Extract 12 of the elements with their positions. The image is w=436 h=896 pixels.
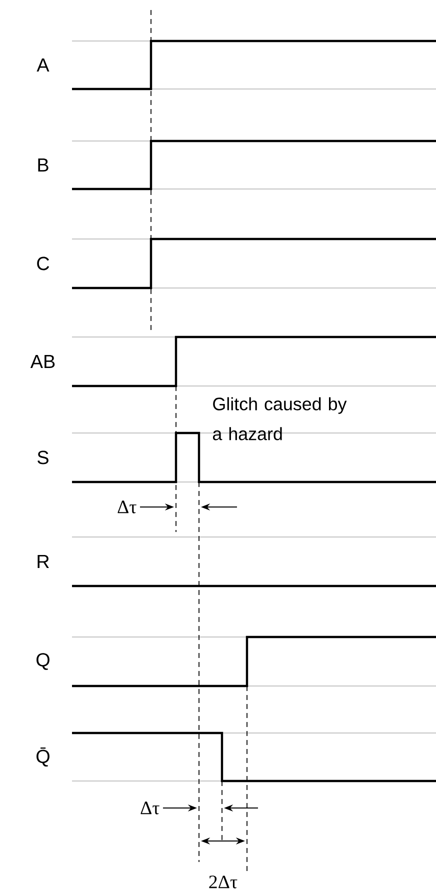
dimension-label: Δτ: [118, 500, 136, 514]
signal-label: C: [37, 256, 50, 270]
signal-label: B: [38, 158, 48, 172]
signal-label: S: [38, 450, 48, 464]
signal-label: Q: [36, 653, 50, 670]
signal-label: R: [38, 555, 49, 568]
signal-label: AB: [30, 355, 55, 368]
note-text: Glitch caused by a hazard: [212, 397, 347, 440]
signal-label: A: [36, 58, 50, 72]
dimension-label: 2Δτ: [207, 874, 239, 890]
dimension-label: Δτ: [140, 802, 160, 814]
signal-label: Q̄: [36, 747, 50, 767]
